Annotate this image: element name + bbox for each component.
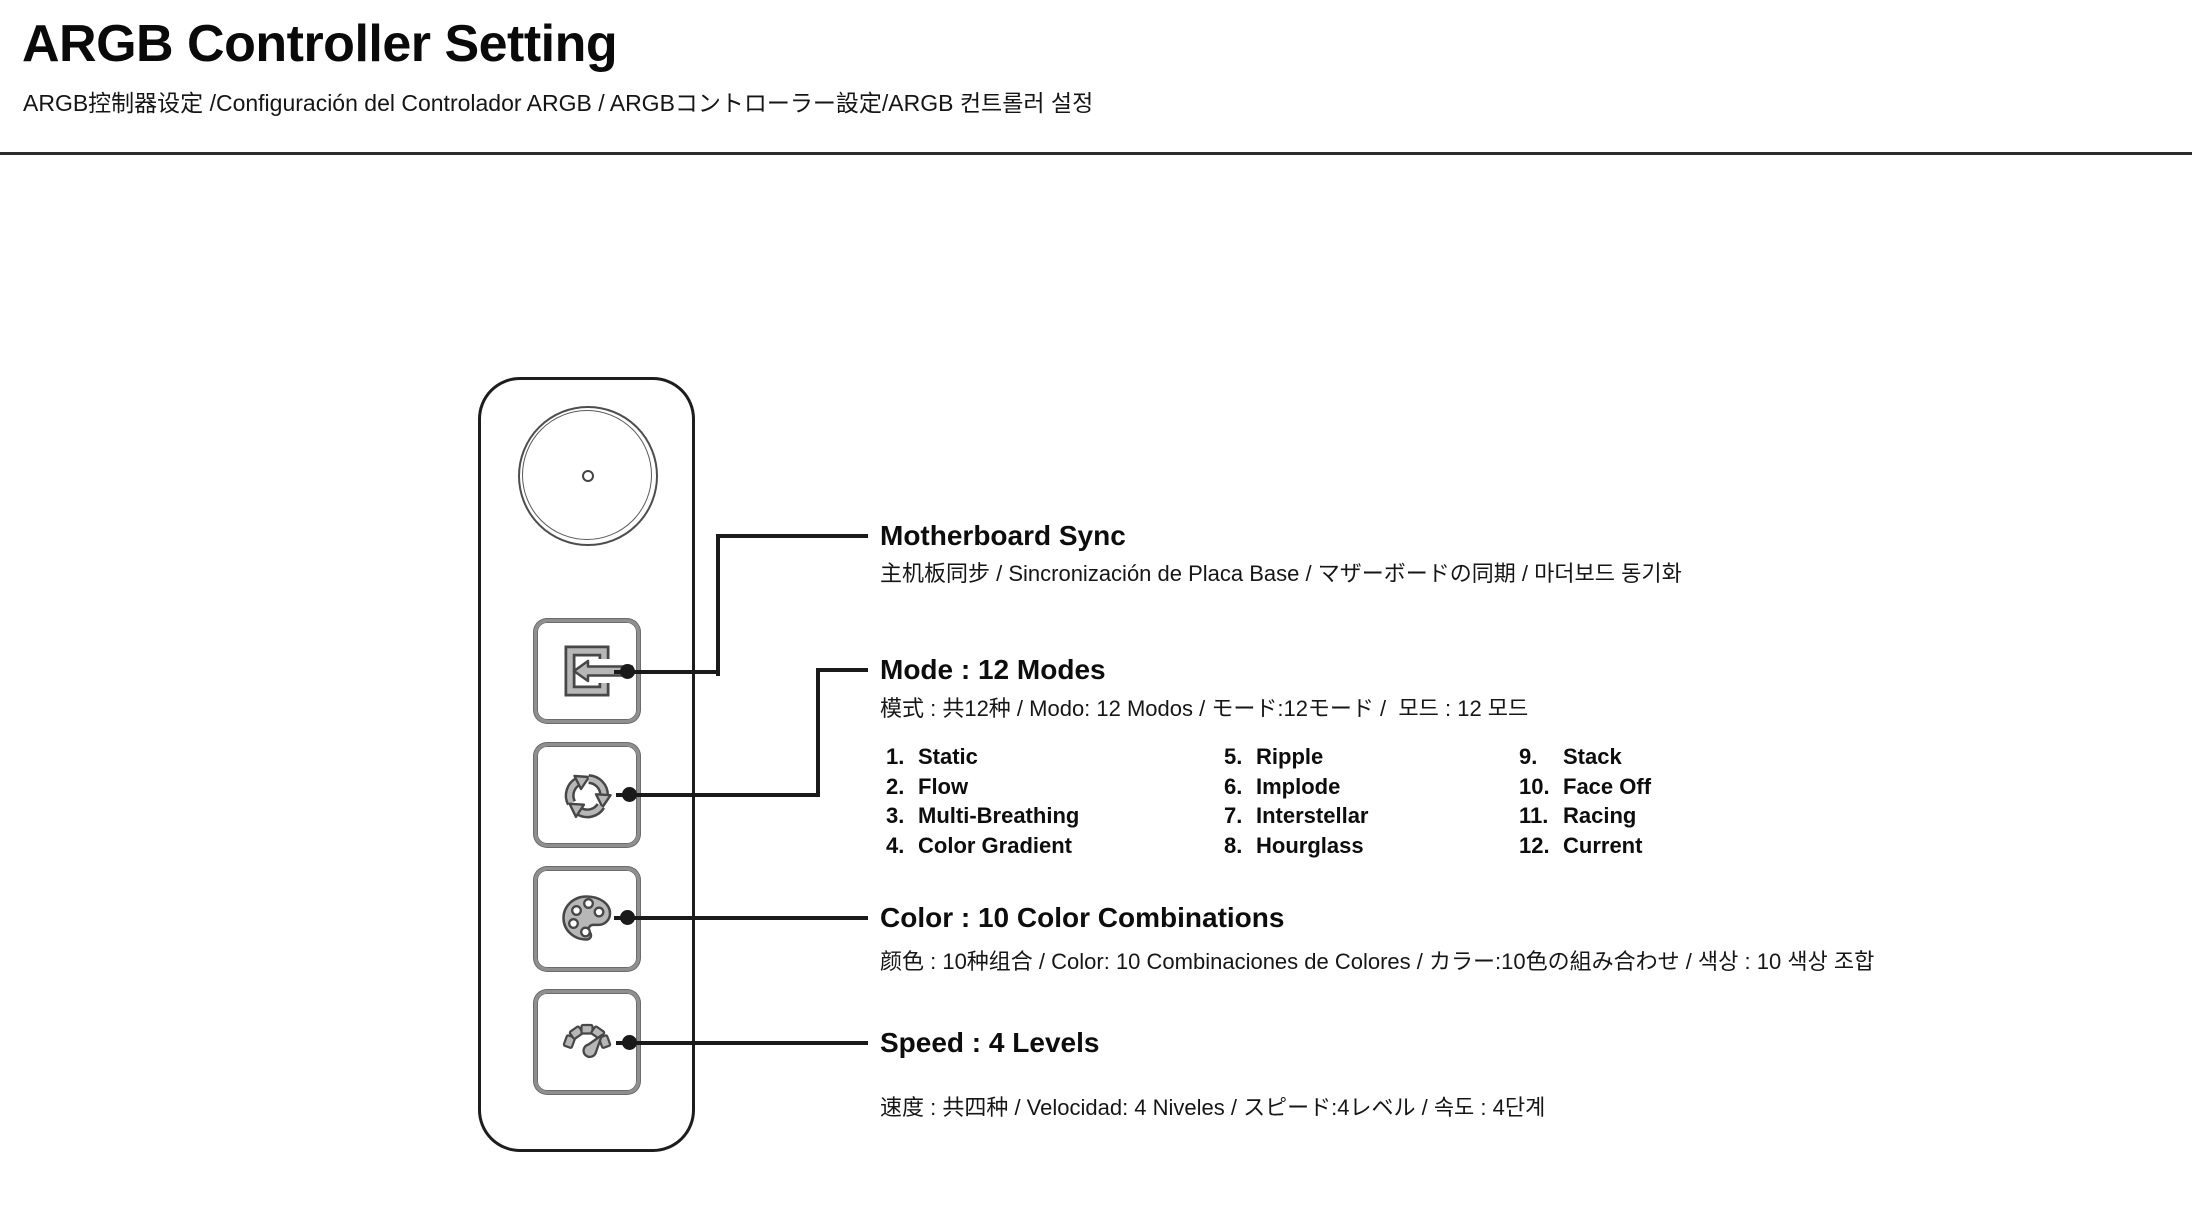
mode-item: 2.Flow: [886, 773, 969, 799]
callout-dot-speed: [622, 1035, 637, 1050]
callout-dot-mode: [622, 787, 637, 802]
section-title-motherboard-sync: Motherboard Sync: [880, 520, 1126, 551]
mode-list-column-1: 1.Static 2.Flow 3.Multi-Breathing 4.Colo…: [886, 742, 1079, 860]
section-subtitle-mode: 模式 : 共12种 / Modo: 12 Modos / モード:12モード /…: [880, 696, 1529, 721]
gauge-icon: [562, 1023, 612, 1059]
page-title: ARGB Controller Setting: [22, 15, 618, 73]
mode-item: 4.Color Gradient: [886, 832, 1073, 858]
mode-item: 11.Racing: [1519, 803, 1637, 828]
mode-item: 5.Ripple: [1224, 744, 1324, 769]
section-subtitle-speed: 速度 : 共四种 / Velocidad: 4 Niveles / スピード:4…: [880, 1095, 1546, 1120]
mode-item: 6.Implode: [1224, 773, 1341, 799]
mode-item: 7.Interstellar: [1224, 803, 1369, 828]
cycle-arrows-icon: [564, 774, 612, 819]
callout-dot-sync: [620, 664, 635, 679]
callout-line-sync-h2: [716, 534, 868, 538]
mode-item: 3.Multi-Breathing: [886, 803, 1080, 828]
mode-list-column-3: 9.Stack 10.Face Off 11.Racing 12.Current: [1519, 742, 1651, 860]
knob-center-dot: [582, 470, 594, 482]
section-subtitle-motherboard-sync: 主机板同步 / Sincronización de Placa Base / マ…: [880, 561, 1682, 586]
section-title-mode: Mode : 12 Modes: [880, 654, 1106, 685]
page-subtitle: ARGB控制器设定 /Configuración del Controlador…: [23, 90, 1094, 116]
motherboard-sync-button: [534, 619, 640, 723]
section-title-color: Color : 10 Color Combinations: [880, 902, 1285, 933]
knob-dial: [518, 406, 658, 546]
palette-icon: [562, 895, 612, 941]
callout-line-sync-h1: [614, 670, 720, 674]
callout-line-color: [614, 916, 868, 920]
mode-button: [534, 743, 640, 847]
mode-item: 9.Stack: [1519, 744, 1622, 769]
mode-list-column-2: 5.Ripple 6.Implode 7.Interstellar 8.Hour…: [1224, 742, 1369, 860]
callout-dot-color: [620, 910, 635, 925]
section-subtitle-color: 颜色 : 10种组合 / Color: 10 Combinaciones de …: [880, 949, 1875, 974]
section-title-speed: Speed : 4 Levels: [880, 1027, 1100, 1058]
callout-line-mode-v: [816, 668, 820, 797]
callout-line-sync-v: [716, 534, 720, 676]
mode-item: 10.Face Off: [1519, 773, 1652, 799]
mode-item: 8.Hourglass: [1224, 832, 1364, 858]
header-divider: [0, 152, 2192, 155]
callout-line-mode-h1: [616, 793, 820, 797]
mode-item: 12.Current: [1519, 832, 1643, 858]
callout-line-mode-h2: [816, 668, 868, 672]
knob-inner-ring: [522, 410, 652, 540]
callout-line-speed: [616, 1041, 868, 1045]
mode-item: 1.Static: [886, 744, 978, 769]
